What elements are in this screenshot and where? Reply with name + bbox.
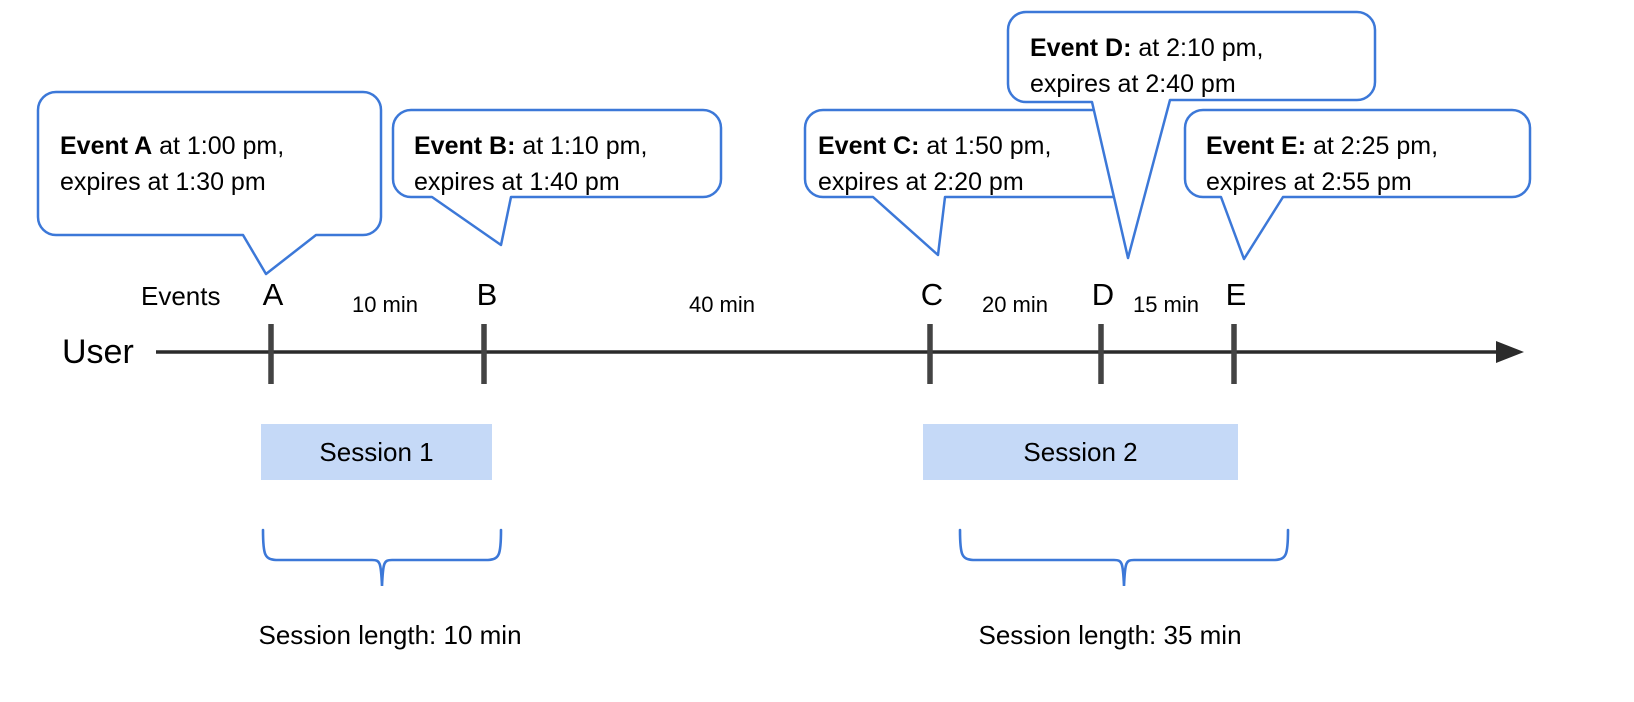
gap-label-c-d: 20 min [981,292,1049,317]
timeline-axis [156,341,1524,363]
callout-c-line2: expires at 2:20 pm [818,168,1024,196]
callout-text-c: Event C: at 1:50 pm, expires at 2:20 pm [818,128,1051,200]
callout-a-line2: expires at 1:30 pm [60,168,266,196]
timeline-ticks [268,324,1237,384]
gap-label-a-b: 10 min [351,292,419,317]
gap-label-d-e: 15 min [1132,292,1200,317]
callout-d-event-name: Event D: [1030,34,1132,62]
session-2-label: Session 2 [1023,436,1138,467]
brace-session-1 [261,528,503,587]
callout-c-line1: Event C: at 1:50 pm, [818,128,1051,164]
callout-b-line1: Event B: at 1:10 pm, [414,128,647,164]
callout-c-event-name: Event C: [818,132,920,160]
callout-d-line1-rest: at 2:10 pm, [1131,34,1264,62]
tick-label-a: A [262,277,284,312]
callout-e-event-name: Event E: [1206,132,1307,160]
callout-text-d: Event D: at 2:10 pm, expires at 2:40 pm [1030,30,1263,102]
brace-session-2 [958,528,1290,587]
callout-text-e: Event E: at 2:25 pm, expires at 2:55 pm [1206,128,1438,200]
callout-e-line1: Event E: at 2:25 pm, [1206,128,1438,164]
tick-label-e: E [1225,277,1247,312]
callout-a-line1: Event A at 1:00 pm, [60,128,284,164]
session-2-length-label: Session length: 35 min [978,620,1242,650]
callout-e-line1-rest: at 2:25 pm, [1306,132,1439,160]
callout-text-b: Event B: at 1:10 pm, expires at 1:40 pm [414,128,647,200]
gap-label-b-c: 40 min [688,292,756,317]
callout-b-line1-rest: at 1:10 pm, [515,132,648,160]
tick-label-c: C [920,277,944,312]
callout-d-line2: expires at 2:40 pm [1030,70,1236,98]
callout-c-line1-rest: at 1:50 pm, [919,132,1052,160]
callout-d-line1: Event D: at 2:10 pm, [1030,30,1263,66]
session-1-length-label: Session length: 10 min [258,620,522,650]
tick-label-b: B [476,277,498,312]
callout-b-event-name: Event B: [414,132,516,160]
callout-text-a: Event A at 1:00 pm, expires at 1:30 pm [60,128,284,200]
events-row-label: Events [141,281,221,311]
user-row-label: User [62,333,134,371]
session-bar-2: Session 2 [923,424,1238,480]
session-bar-1: Session 1 [261,424,492,480]
session-1-label: Session 1 [319,436,434,467]
callout-e-line2: expires at 2:55 pm [1206,168,1412,196]
tick-label-d: D [1091,277,1115,312]
callout-b-line2: expires at 1:40 pm [414,168,620,196]
callout-a-event-name: Event A [60,132,153,160]
callout-a-line1-rest: at 1:00 pm, [152,132,285,160]
